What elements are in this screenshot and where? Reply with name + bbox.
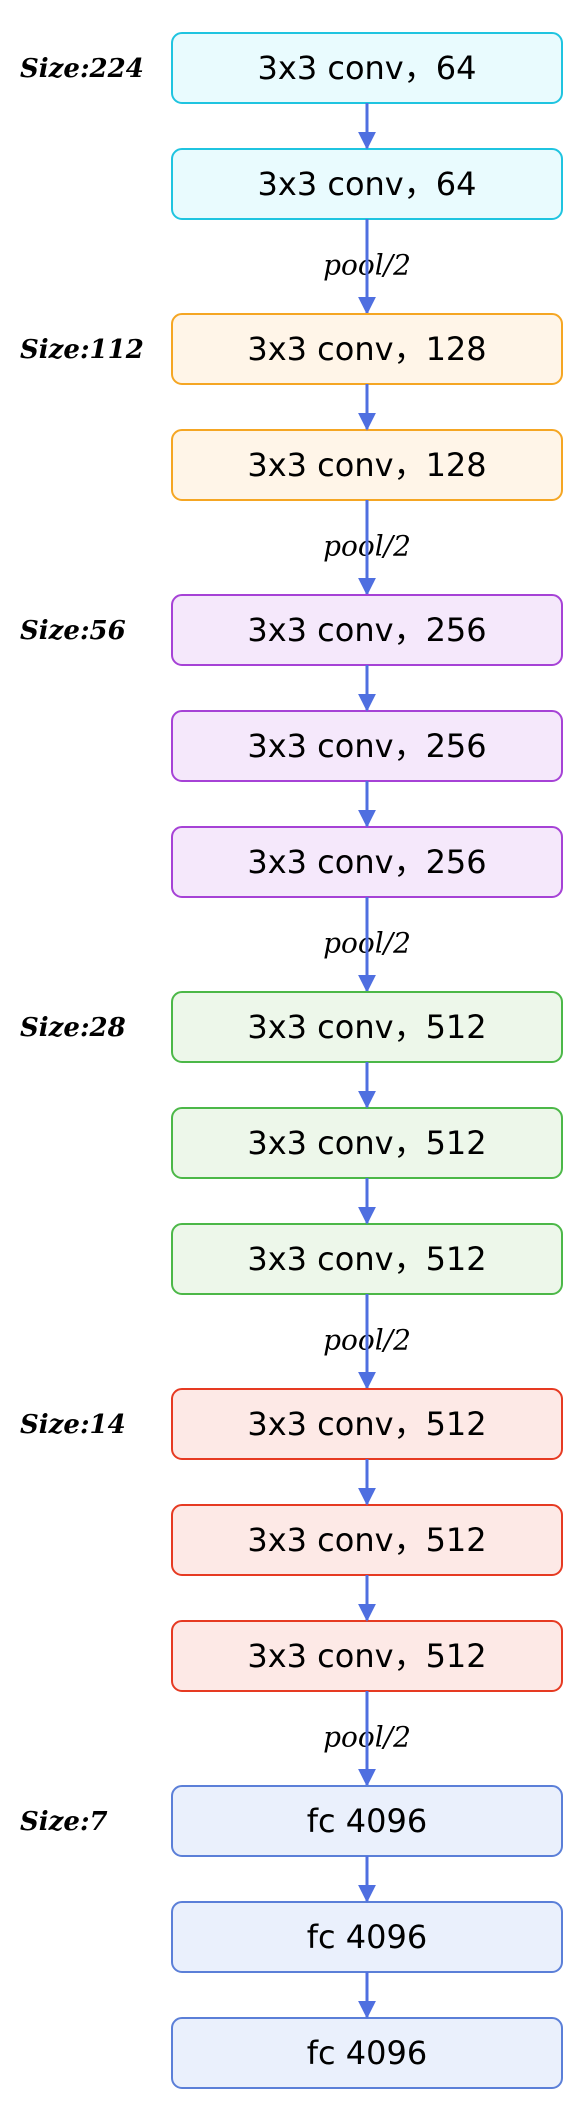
layer-label: fc 4096 <box>307 1802 427 1840</box>
size-label: Size:56 <box>20 616 126 646</box>
layer-label: fc 4096 <box>307 1918 427 1956</box>
stage-4: Size:28 3x3 conv，512 3x3 conv，512 3x3 conv，… <box>20 991 563 1357</box>
layer-box: 3x3 conv，256 <box>171 594 563 666</box>
size-label: Size:224 <box>20 54 144 84</box>
stage-3: Size:56 3x3 conv，256 3x3 conv，256 3x3 conv，… <box>20 594 563 960</box>
layer-label: 3x3 conv，128 <box>247 446 486 484</box>
stage-6: Size:7 fc 4096 fc 4096 fc 4096 <box>20 1785 563 2089</box>
layer-label: 3x3 conv，256 <box>247 843 486 881</box>
layer-box: 3x3 conv，512 <box>171 1504 563 1576</box>
layer-box: 3x3 conv，512 <box>171 991 563 1063</box>
size-label: Size:14 <box>20 1410 126 1440</box>
stage-5: Size:14 3x3 conv，512 3x3 conv，512 3x3 conv，… <box>20 1388 563 1754</box>
layer-box: 3x3 conv，64 <box>171 148 563 220</box>
layer-box: 3x3 conv，512 <box>171 1620 563 1692</box>
layer-label: 3x3 conv，512 <box>247 1124 486 1162</box>
layer-label: 3x3 conv，64 <box>258 49 477 87</box>
layer-label: 3x3 conv，512 <box>247 1637 486 1675</box>
layer-label: 3x3 conv，256 <box>247 611 486 649</box>
layer-label: 3x3 conv，512 <box>247 1405 486 1443</box>
layer-label: 3x3 conv，512 <box>247 1240 486 1278</box>
layer-box: fc 4096 <box>171 1785 563 1857</box>
layer-box: 3x3 conv，128 <box>171 429 563 501</box>
layer-label: 3x3 conv，256 <box>247 727 486 765</box>
layer-box: 3x3 conv，128 <box>171 313 563 385</box>
layer-box: 3x3 conv，512 <box>171 1388 563 1460</box>
layer-box: fc 4096 <box>171 2017 563 2089</box>
layer-box: fc 4096 <box>171 1901 563 1973</box>
layer-box: 3x3 conv，512 <box>171 1107 563 1179</box>
layer-label: 3x3 conv，64 <box>258 165 477 203</box>
layer-label: 3x3 conv，512 <box>247 1521 486 1559</box>
size-label: Size:7 <box>20 1807 108 1837</box>
layer-label: fc 4096 <box>307 2034 427 2072</box>
layer-box: 3x3 conv，256 <box>171 826 563 898</box>
layer-box: 3x3 conv，64 <box>171 32 563 104</box>
size-label: Size:28 <box>20 1013 126 1043</box>
layer-label: 3x3 conv，128 <box>247 330 486 368</box>
size-label: Size:112 <box>20 335 144 365</box>
layer-box: 3x3 conv，512 <box>171 1223 563 1295</box>
layer-box: 3x3 conv，256 <box>171 710 563 782</box>
layer-label: 3x3 conv，512 <box>247 1008 486 1046</box>
